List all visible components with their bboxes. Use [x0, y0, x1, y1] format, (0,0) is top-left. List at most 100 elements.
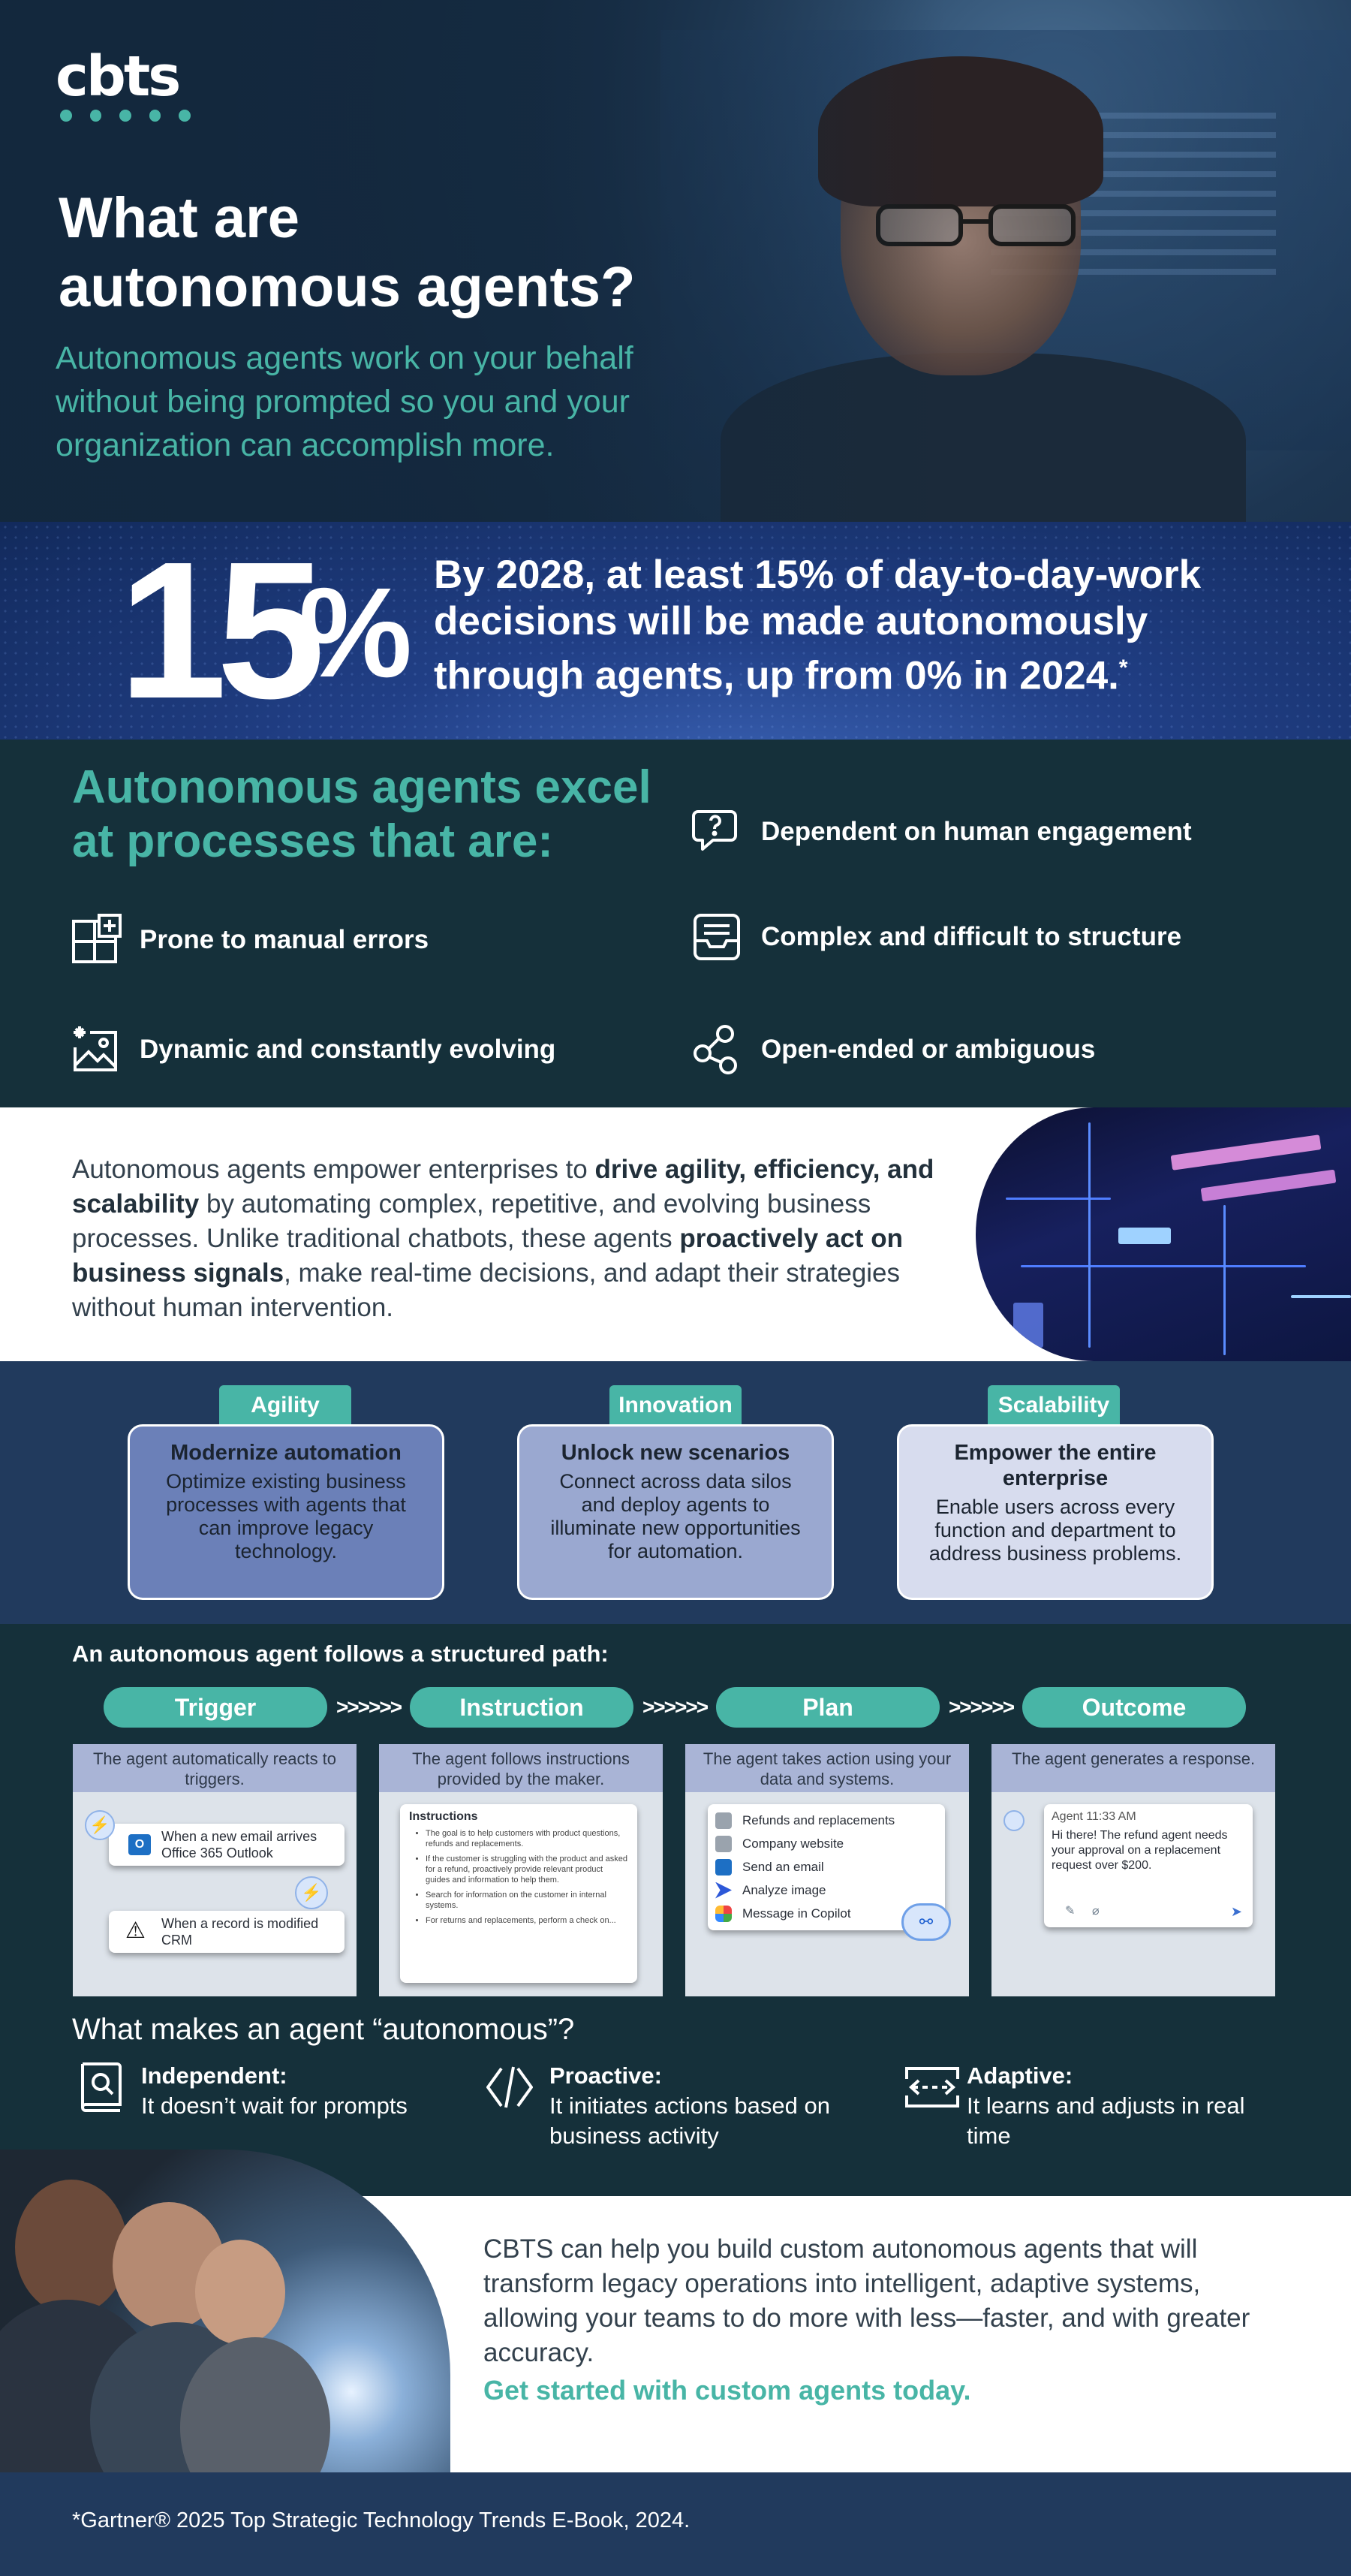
feature-label: Dependent on human engagement	[761, 817, 1192, 846]
hero-subtitle: Autonomous agents work on your behalf wi…	[56, 340, 633, 463]
inbox-tray-icon	[691, 911, 743, 963]
plan-item[interactable]: Send an email	[715, 1855, 937, 1879]
feature-human-engagement: Dependent on human engagement	[691, 806, 1192, 858]
footnote-mark: *	[1118, 655, 1128, 680]
empower-section: Autonomous agents empower enterprises to…	[0, 1107, 1351, 1361]
trait-proactive: Proactive:It initiates actions based on …	[485, 2061, 875, 2150]
title-line-1: What are	[59, 186, 299, 250]
plan-item-label: Company website	[742, 1836, 844, 1851]
text-run: , make real-time decisions, and adapt th…	[72, 1258, 901, 1322]
person-body	[180, 2337, 330, 2472]
message-header: Agent 11:33 AM	[1052, 1810, 1136, 1823]
database-icon	[715, 1835, 732, 1852]
plan-item-label: Analyze image	[742, 1882, 826, 1897]
instructions-heading: Instructions	[409, 1810, 478, 1823]
lightning-icon: ⚡	[85, 1810, 115, 1840]
get-started-link[interactable]: Get started with custom agents today.	[483, 2375, 971, 2406]
copilot-icon	[715, 1905, 732, 1922]
code-brackets-icon	[485, 2061, 534, 2114]
step-trigger: Trigger	[104, 1687, 327, 1728]
text-run: Autonomous agents empower enterprises to	[72, 1155, 595, 1184]
logo-dots	[56, 110, 191, 122]
grid-plus-icon	[69, 914, 122, 966]
plan-item[interactable]: Refunds and replacements	[715, 1809, 937, 1832]
step-plan: Plan	[716, 1687, 940, 1728]
lightning-icon: ⚡	[295, 1876, 328, 1909]
react-icon[interactable]: ✎	[1065, 1905, 1076, 1918]
plan-item[interactable]: Message in Copilot	[715, 1902, 937, 1925]
person-head	[15, 2180, 128, 2315]
step-outcome: Outcome	[1022, 1687, 1246, 1728]
pillar-card-agility: Modernize automation Optimize existing b…	[128, 1424, 444, 1600]
card-caption: The agent automatically reacts to trigge…	[73, 1744, 357, 1792]
search-document-icon	[77, 2061, 126, 2114]
card-body: Instructions The goal is to help custome…	[379, 1792, 663, 1996]
instructions-panel: Instructions The goal is to help custome…	[400, 1804, 637, 1983]
step-instruction: Instruction	[410, 1687, 633, 1728]
instruction-bullet: For returns and replacements, perform a …	[426, 1915, 628, 1926]
trigger-record: ⚠ When a record is modified CRM	[109, 1911, 345, 1953]
arrows-divider: >>>>>>	[642, 1695, 709, 1719]
trait-text: It initiates actions based on business a…	[549, 2092, 830, 2149]
card-caption: The agent generates a response.	[991, 1744, 1275, 1792]
outlook-icon: O	[128, 1834, 151, 1855]
card-body: Agent 11:33 AM Hi there! The refund agen…	[991, 1792, 1275, 1996]
hero-overlay	[0, 0, 1351, 522]
trigger-line: When a new email arrives	[161, 1829, 317, 1844]
feature-manual-errors: Prone to manual errors	[69, 914, 429, 966]
trait-independent: Independent:It doesn’t wait for prompts	[77, 2061, 408, 2121]
stat-number: 15	[119, 522, 325, 740]
text-run: by automating complex, repetitive, and e…	[72, 1189, 871, 1253]
share-nodes-icon	[691, 1023, 743, 1076]
autonomous-title: What makes an agent “autonomous”?	[72, 2013, 575, 2046]
warning-icon: ⚠	[125, 1918, 146, 1943]
pillar-text: Enable users across every function and d…	[928, 1496, 1182, 1565]
feature-label: Complex and difficult to structure	[761, 922, 1182, 951]
chat-question-icon	[691, 806, 743, 858]
feature-complex: Complex and difficult to structure	[691, 911, 1181, 963]
feature-open-ended: Open-ended or ambiguous	[691, 1023, 1095, 1076]
circuit-board-image	[976, 1107, 1351, 1361]
attach-icon[interactable]: ⌀	[1092, 1905, 1100, 1918]
dot-pattern	[0, 522, 1351, 740]
feature-label: Open-ended or ambiguous	[761, 1035, 1096, 1064]
trait-title: Adaptive:	[967, 2062, 1073, 2089]
excel-title: Autonomous agents excel at processes tha…	[72, 761, 651, 867]
plan-item-label: Refunds and replacements	[742, 1812, 895, 1827]
title-line-2: autonomous agents?	[59, 255, 636, 319]
cbts-logo[interactable]: cbts	[56, 47, 191, 122]
outlook-icon	[715, 1858, 732, 1876]
pillars-section: Agility Modernize automation Optimize ex…	[0, 1361, 1351, 1624]
trait-text: It learns and adjusts in real time	[967, 2092, 1245, 2149]
feature-dynamic: Dynamic and constantly evolving	[69, 1023, 555, 1076]
card-body: O When a new email arrives Office 365 Ou…	[73, 1792, 357, 1996]
pillar-title: Unlock new scenarios	[561, 1441, 790, 1465]
image-sparkle-icon	[69, 1023, 122, 1076]
plan-item[interactable]: Analyze image	[715, 1879, 937, 1902]
trigger-email: O When a new email arrives Office 365 Ou…	[109, 1824, 345, 1866]
footer: *Gartner® 2025 Top Strategic Technology …	[0, 2472, 1351, 2576]
agent-message-card: Agent 11:33 AM Hi there! The refund agen…	[1044, 1804, 1253, 1927]
stat-percent-sign: %	[299, 562, 413, 704]
feature-label: Prone to manual errors	[140, 925, 429, 954]
pillar-title: Empower the entire enterprise	[954, 1441, 1157, 1490]
message-text: Hi there! The refund agent needs your ap…	[1052, 1829, 1228, 1872]
empower-paragraph: Autonomous agents empower enterprises to…	[72, 1152, 935, 1325]
path-title: An autonomous agent follows a structured…	[72, 1641, 609, 1667]
arrows-divider: >>>>>>	[335, 1695, 402, 1719]
page-title: What are autonomous agents?	[59, 184, 734, 322]
path-section: An autonomous agent follows a structured…	[0, 1624, 1351, 2150]
card-instruction: The agent follows instructions provided …	[379, 1744, 663, 1996]
feature-label: Dynamic and constantly evolving	[140, 1035, 556, 1064]
person-head	[195, 2240, 285, 2345]
plan-item[interactable]: Company website	[715, 1832, 937, 1855]
team-photo	[0, 2150, 450, 2472]
pillar-title: Modernize automation	[170, 1441, 402, 1465]
send-icon[interactable]: ➤	[1230, 1904, 1242, 1919]
cta-section: CBTS can help you build custom autonomou…	[0, 2150, 1351, 2472]
excel-section: Autonomous agents excel at processes tha…	[0, 740, 1351, 1107]
instruction-bullet: The goal is to help customers with produ…	[426, 1828, 628, 1849]
trait-text: It doesn’t wait for prompts	[141, 2092, 408, 2119]
trigger-source: CRM	[161, 1933, 192, 1948]
connector-icon: ⚯	[901, 1903, 951, 1941]
